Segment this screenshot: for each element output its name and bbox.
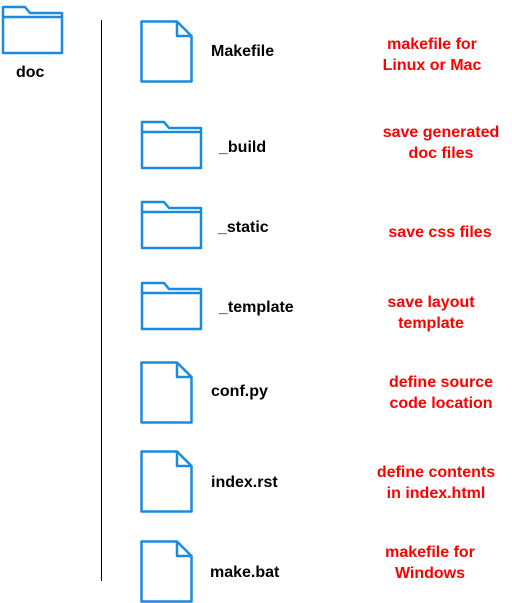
folder-icon	[1, 5, 64, 55]
description-makefile: makefile for Linux or Mac	[362, 34, 502, 76]
file-icon	[140, 450, 193, 513]
file-name-conf-py: conf.py	[211, 383, 268, 400]
description-build: save generated doc files	[361, 122, 512, 164]
file-name-make-bat: make.bat	[210, 564, 280, 581]
file-icon	[140, 20, 193, 83]
description-line: code location	[389, 395, 493, 412]
description-conf-py: define source code location	[371, 372, 511, 414]
description-line: template	[398, 315, 464, 332]
description-static: save css files	[370, 222, 510, 243]
description-line: makefile for	[385, 544, 475, 561]
description-line: define contents	[376, 464, 496, 481]
description-line: save css files	[388, 224, 492, 241]
description-line: Linux or Mac	[382, 57, 482, 74]
tree-line	[101, 20, 102, 581]
description-template: save layout template	[371, 292, 491, 334]
description-line: makefile for	[387, 36, 477, 53]
folder-icon	[140, 200, 203, 250]
file-name-index-rst: index.rst	[211, 474, 278, 491]
folder-icon	[140, 120, 203, 170]
file-name-makefile: Makefile	[211, 43, 275, 60]
description-line: in index.html	[386, 485, 486, 502]
folder-icon	[140, 281, 203, 331]
description-line: doc files	[408, 145, 474, 162]
description-make-bat: makefile for Windows	[360, 542, 500, 584]
folder-name-static: _static	[218, 219, 269, 236]
description-line: save layout	[387, 294, 475, 311]
file-icon	[140, 361, 193, 424]
folder-name-template: _template	[219, 299, 294, 316]
root-folder-label: doc	[16, 64, 45, 81]
description-line: define source	[388, 374, 494, 391]
description-line: Windows	[394, 565, 466, 582]
description-index-rst: define contents in index.html	[366, 462, 506, 504]
description-line: save generated	[382, 124, 500, 141]
folder-name-build: _build	[219, 139, 267, 156]
file-icon	[140, 540, 193, 603]
